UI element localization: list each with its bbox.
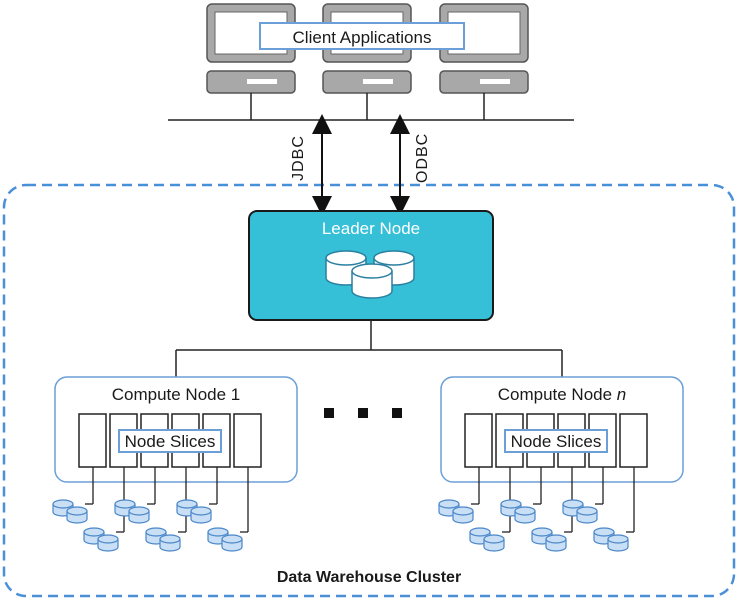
compute-node-title-prefix: Compute Node — [497, 385, 613, 404]
node-slice — [464, 413, 493, 468]
disk-icon — [514, 506, 536, 524]
desktop-computer-icon — [206, 3, 296, 94]
client-applications-label: Client Applications — [259, 22, 465, 50]
disk-icon — [97, 534, 119, 552]
ellipsis-dot — [324, 408, 334, 418]
disk-icon — [190, 506, 212, 524]
compute-node-title-prefix: Compute Node — [111, 385, 227, 404]
disk-icon — [452, 506, 474, 524]
leader-node-label: Leader Node — [321, 219, 421, 238]
cluster-interconnect — [175, 320, 563, 377]
node-slice — [233, 413, 262, 468]
node-slice — [78, 413, 107, 468]
node-slices-label: Node Slices — [504, 429, 608, 453]
ellipsis-dot — [358, 408, 368, 418]
database-cylinders-icon — [325, 250, 415, 299]
compute-node-number: 1 — [230, 385, 241, 404]
network-bus — [168, 93, 574, 121]
disk-icon — [159, 534, 181, 552]
odbc-label: ODBC — [414, 132, 431, 183]
more-nodes-ellipsis — [324, 390, 406, 420]
disk-storage — [52, 499, 629, 552]
cluster-boundary — [2, 183, 736, 598]
disk-icon — [221, 534, 243, 552]
compute-node-1-title: Compute Node 1 — [56, 385, 296, 405]
disk-icon — [128, 506, 150, 524]
node-slice — [619, 413, 648, 468]
data-warehouse-cluster-label: Data Warehouse Cluster — [276, 569, 462, 586]
disk-icon — [66, 506, 88, 524]
disk-icon — [545, 534, 567, 552]
disk-icon — [483, 534, 505, 552]
disk-icon — [607, 534, 629, 552]
compute-node-number: n — [616, 385, 627, 404]
ellipsis-dot — [392, 408, 402, 418]
jdbc-label: JDBC — [290, 135, 307, 181]
disk-icon — [576, 506, 598, 524]
node-slices-label: Node Slices — [118, 429, 222, 453]
compute-node-n-title: Compute Node n — [442, 385, 682, 405]
